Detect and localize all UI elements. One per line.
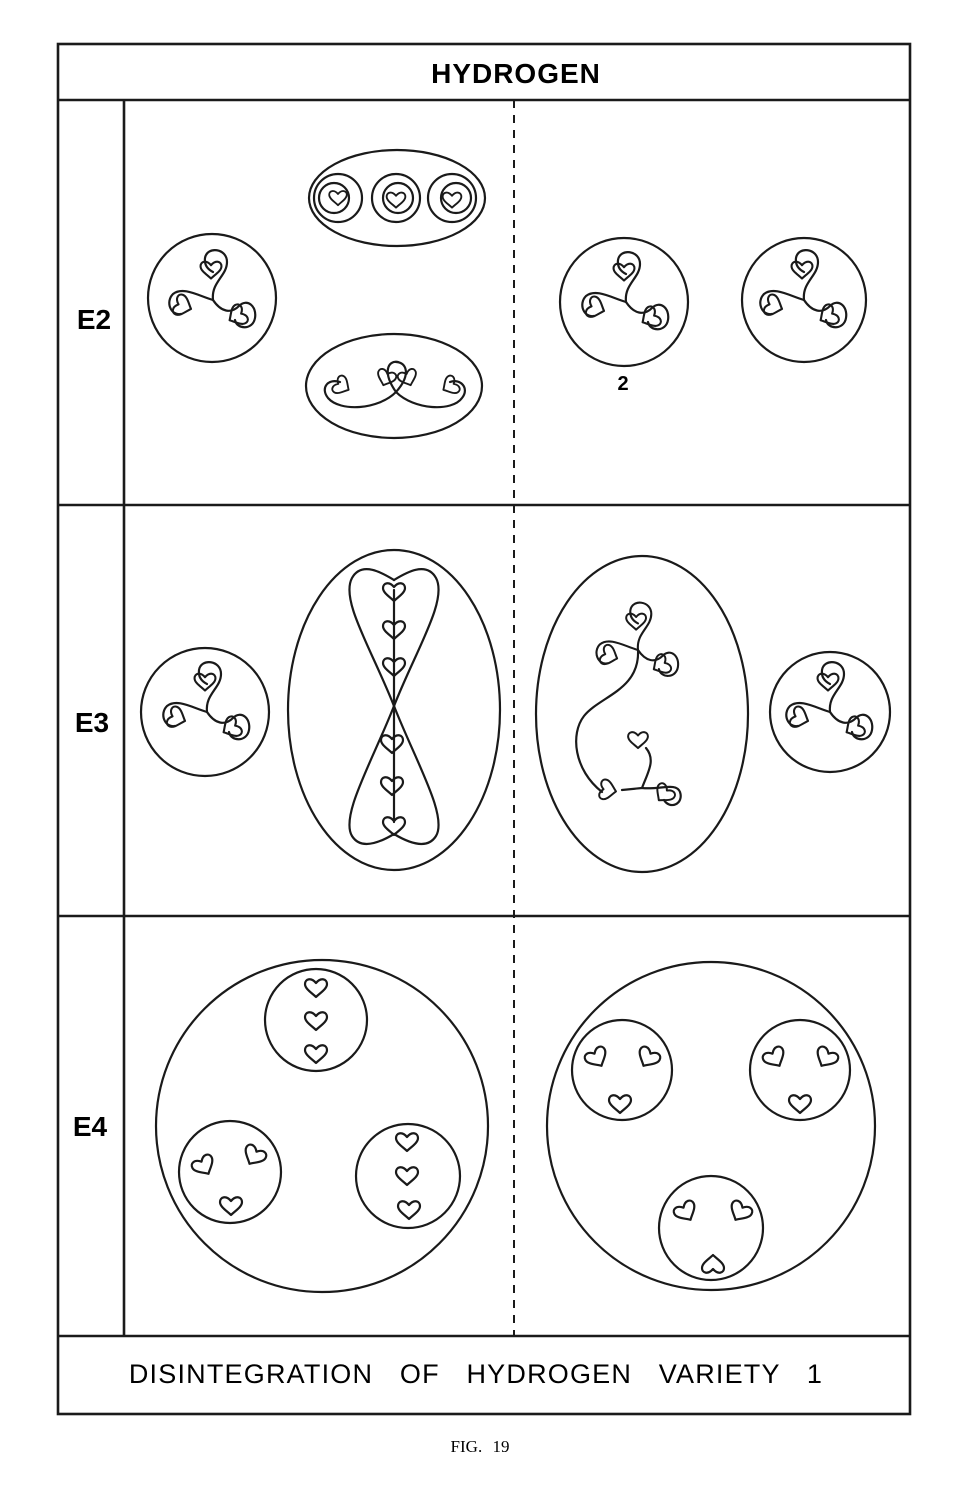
e4-right-large-circle	[545, 960, 877, 1292]
row-label-e3: E3	[75, 707, 109, 738]
e4-left-large-circle	[154, 958, 490, 1294]
annotation-2: 2	[617, 373, 628, 395]
e3-vertical-chain-ellipse	[286, 548, 502, 872]
e2-bottom-ellipse	[304, 332, 484, 440]
footer-caption: DISINTEGRATION OF HYDROGEN VARIETY 1	[129, 1359, 823, 1389]
figure-label: FIG. 19	[451, 1437, 510, 1456]
row-label-e4: E4	[73, 1111, 108, 1142]
e3-left-triad	[139, 646, 271, 778]
e2-right-triad-a	[558, 236, 690, 368]
outer-frame	[56, 42, 912, 1416]
e2-top-ellipse	[307, 148, 487, 248]
e3-right-triad	[768, 650, 892, 774]
diagram-title: HYDROGEN	[431, 58, 601, 89]
e2-right-triad-b	[740, 236, 868, 364]
row-label-e2: E2	[77, 304, 111, 335]
e2-left-triad	[146, 232, 278, 364]
e3-two-groups-ellipse	[534, 554, 750, 874]
